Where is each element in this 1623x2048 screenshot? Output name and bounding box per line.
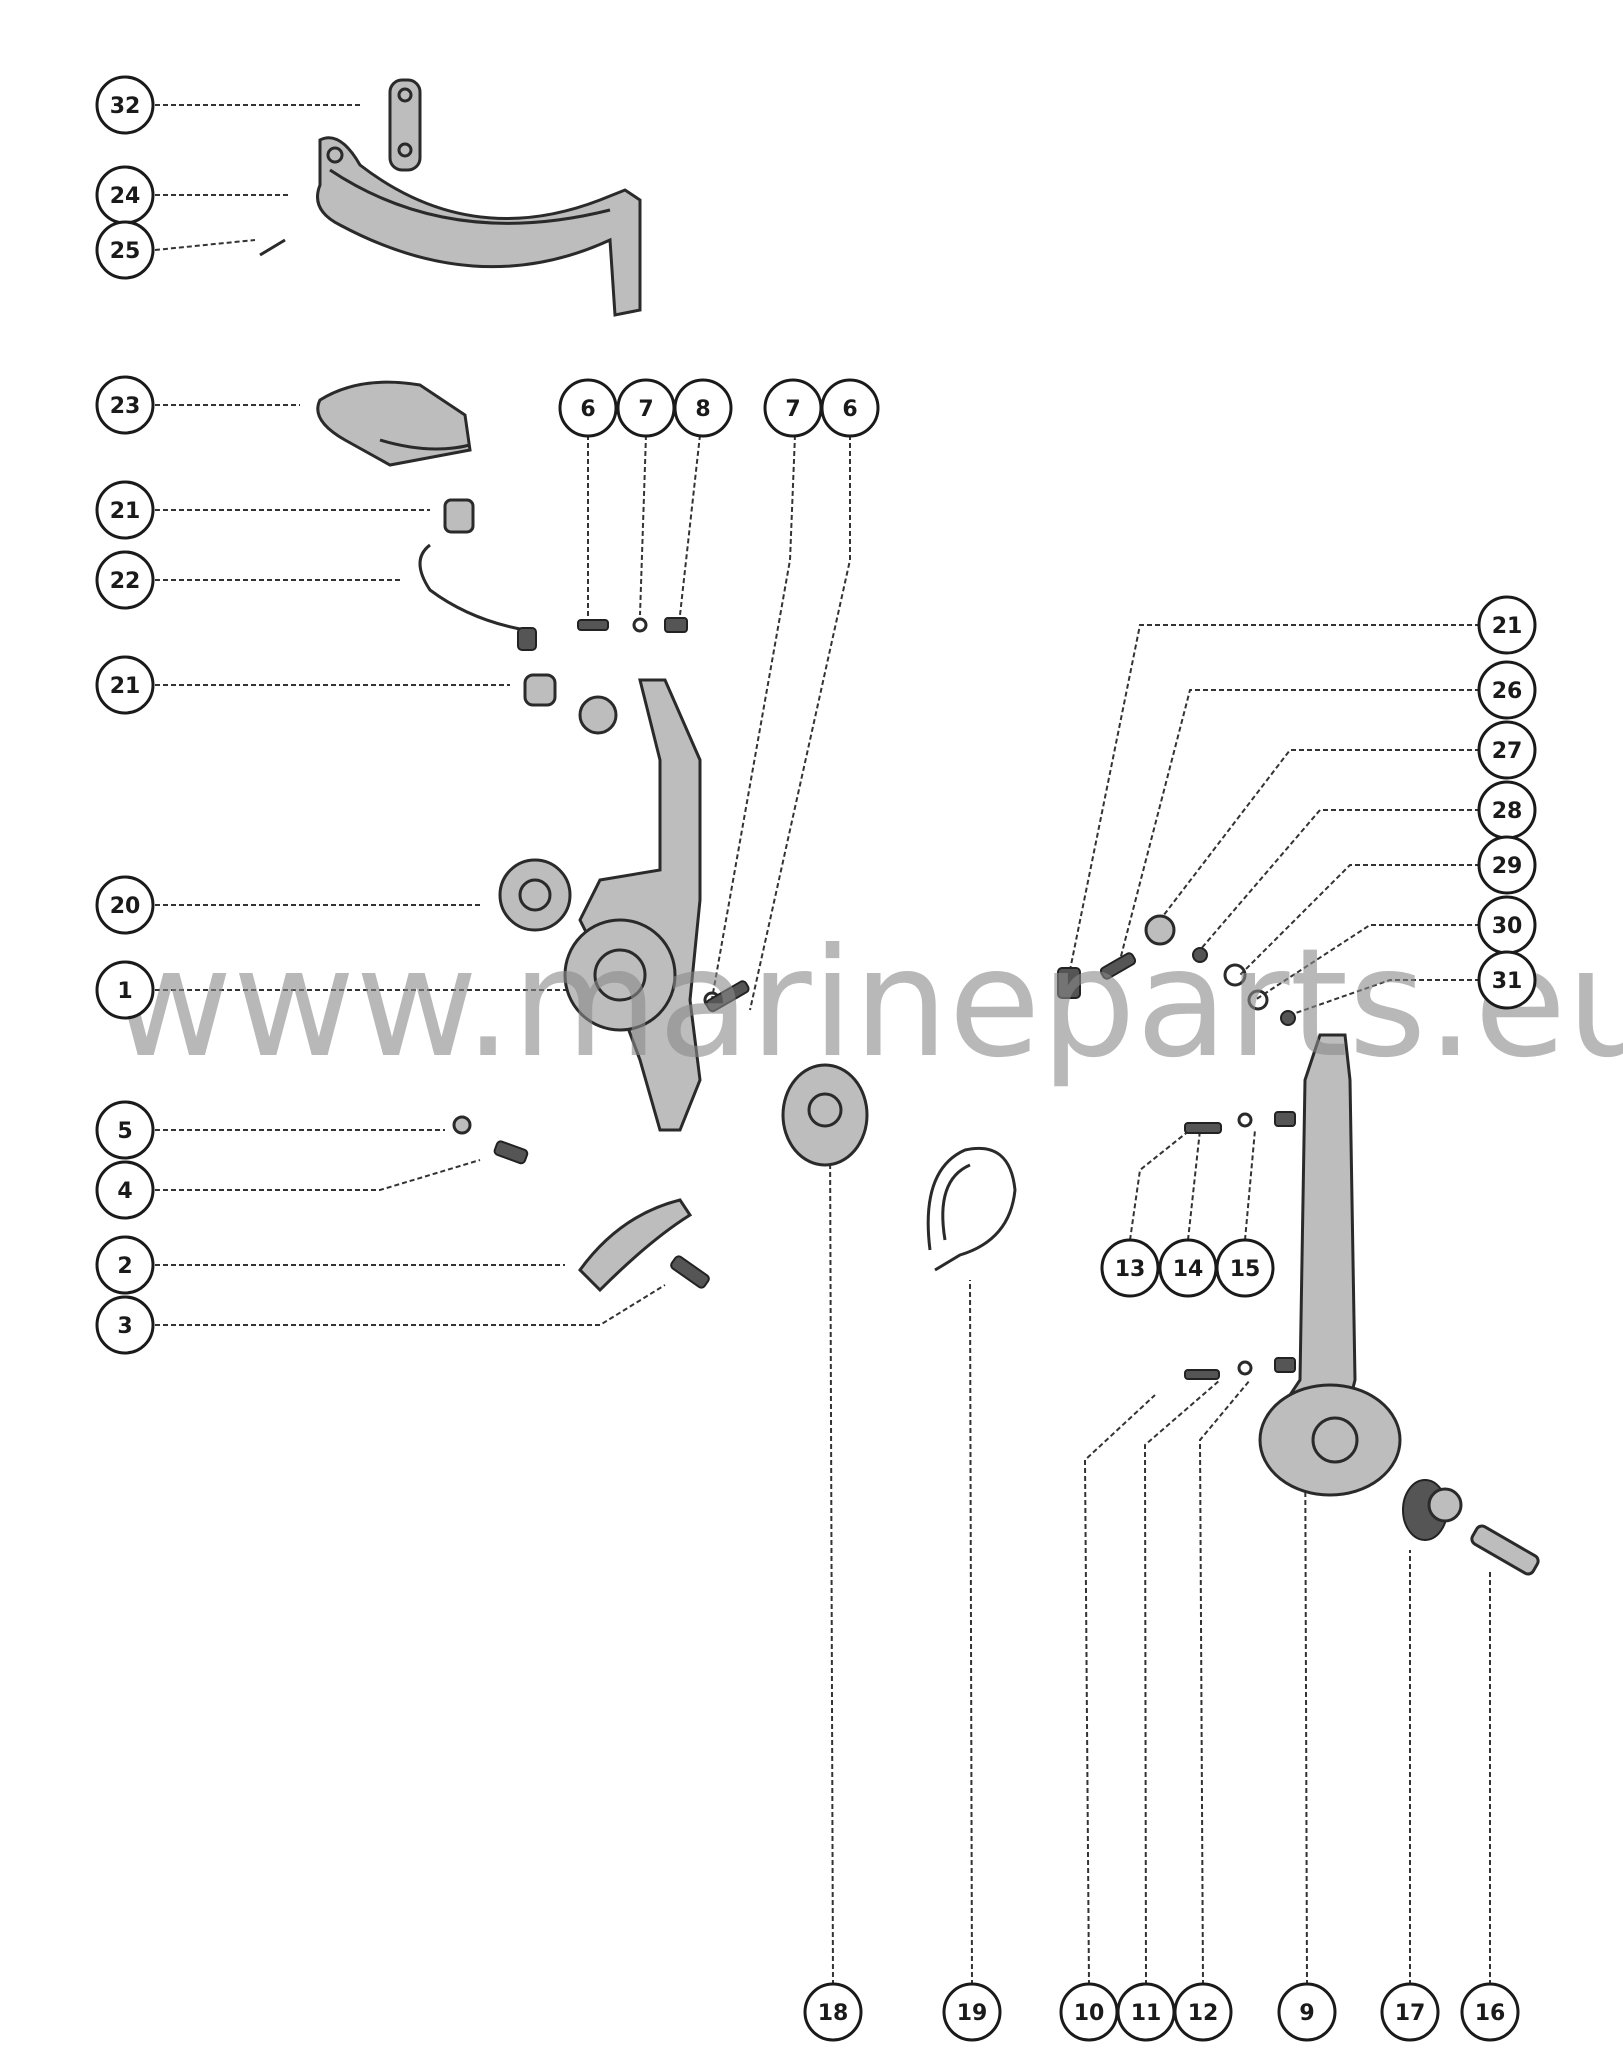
callout-31: 31 [1477, 950, 1537, 1010]
part-21-cap-middle [523, 673, 557, 707]
part-9-throttle-body [1258, 1033, 1402, 1497]
callout-8: 8 [673, 378, 733, 438]
leader-lines [154, 104, 1491, 1986]
callout-10: 10 [1059, 1982, 1119, 2042]
part-13-14-15-fasteners [1184, 1111, 1296, 1134]
svg-text:19: 19 [957, 2001, 988, 2026]
part-7-6-screws-right [703, 980, 750, 1013]
callout-26: 26 [1477, 660, 1537, 720]
svg-text:1: 1 [117, 979, 132, 1004]
svg-text:21: 21 [110, 499, 141, 524]
part-18-flywheel-hub [781, 1063, 869, 1167]
callout-21-a: 21 [95, 480, 155, 540]
callout-15: 15 [1215, 1238, 1275, 1298]
svg-text:9: 9 [1299, 2001, 1314, 2026]
callout-16: 16 [1460, 1982, 1520, 2042]
callout-14: 14 [1158, 1238, 1218, 1298]
part-3-bolt [670, 1255, 710, 1289]
svg-text:21: 21 [1492, 614, 1523, 639]
callout-18: 18 [803, 1982, 863, 2042]
callout-24: 24 [95, 165, 155, 225]
callout-4: 4 [95, 1160, 155, 1220]
callout-21-b: 21 [95, 655, 155, 715]
svg-text:7: 7 [638, 397, 653, 422]
callout-3: 3 [95, 1295, 155, 1355]
callout-12: 12 [1173, 1982, 1233, 2042]
part-21-cap-upper [443, 498, 475, 534]
svg-text:12: 12 [1188, 2001, 1219, 2026]
svg-text:2: 2 [117, 1254, 132, 1279]
part-1-stator-assembly [563, 678, 702, 1132]
svg-text:20: 20 [110, 894, 141, 919]
callout-30: 30 [1477, 895, 1537, 955]
svg-text:6: 6 [842, 397, 857, 422]
part-23-cam [316, 380, 472, 467]
part-6-7-8-screws-left [577, 617, 688, 633]
part-16-shaft [1470, 1524, 1540, 1576]
callout-1: 1 [95, 960, 155, 1020]
part-20-magnet-ring [498, 858, 572, 932]
part-5-nut [452, 1115, 472, 1135]
svg-text:32: 32 [110, 94, 141, 119]
callout-9: 9 [1277, 1982, 1337, 2042]
part-19-clamp-ring [926, 1146, 1017, 1272]
svg-text:26: 26 [1492, 679, 1523, 704]
watermark: www.marineparts.eu [110, 917, 1623, 1091]
part-26-31-hardware [1057, 914, 1296, 1026]
part-22-wire [418, 543, 537, 651]
callout-22: 22 [95, 550, 155, 610]
callout-21-c: 21 [1477, 595, 1537, 655]
part-2-lever [578, 1198, 693, 1293]
svg-text:10: 10 [1074, 2001, 1105, 2026]
svg-text:27: 27 [1492, 739, 1523, 764]
callout-13: 13 [1100, 1238, 1160, 1298]
callout-20: 20 [95, 875, 155, 935]
svg-text:17: 17 [1395, 2001, 1426, 2026]
svg-text:11: 11 [1131, 2001, 1162, 2026]
callout-17: 17 [1380, 1982, 1440, 2042]
svg-text:5: 5 [117, 1119, 132, 1144]
part-24-throttle-arm [316, 136, 642, 317]
callout-2: 2 [95, 1235, 155, 1295]
svg-text:29: 29 [1492, 854, 1523, 879]
svg-text:18: 18 [818, 2001, 849, 2026]
svg-text:4: 4 [117, 1179, 132, 1204]
svg-text:3: 3 [117, 1314, 132, 1339]
callout-28: 28 [1477, 780, 1537, 840]
callout-27: 27 [1477, 720, 1537, 780]
callout-6-b: 6 [820, 378, 880, 438]
callout-7-a: 7 [616, 378, 676, 438]
svg-text:21: 21 [110, 674, 141, 699]
callout-7-b: 7 [763, 378, 823, 438]
part-4-screw [493, 1140, 529, 1165]
callout-6-a: 6 [558, 378, 618, 438]
svg-text:31: 31 [1492, 969, 1523, 994]
callout-32: 32 [95, 75, 155, 135]
svg-text:6: 6 [580, 397, 595, 422]
callout-23: 23 [95, 375, 155, 435]
svg-text:7: 7 [785, 397, 800, 422]
svg-text:24: 24 [110, 184, 141, 209]
svg-text:25: 25 [110, 239, 141, 264]
svg-text:13: 13 [1115, 1257, 1146, 1282]
part-25-pin [259, 238, 286, 257]
svg-text:22: 22 [110, 569, 141, 594]
svg-text:23: 23 [110, 394, 141, 419]
svg-text:14: 14 [1173, 1257, 1204, 1282]
part-17-gear [1402, 1479, 1463, 1541]
callouts: 32 24 25 23 21 22 21 20 1 5 4 2 3 6 7 8 … [95, 75, 1537, 2042]
part-32-bracket [388, 78, 422, 172]
callout-11: 11 [1116, 1982, 1176, 2042]
svg-text:16: 16 [1475, 2001, 1506, 2026]
part-10-11-12-fasteners [1184, 1357, 1296, 1380]
callout-5: 5 [95, 1100, 155, 1160]
callout-25: 25 [95, 220, 155, 280]
svg-text:30: 30 [1492, 914, 1523, 939]
svg-text:15: 15 [1230, 1257, 1261, 1282]
callout-19: 19 [942, 1982, 1002, 2042]
callout-29: 29 [1477, 835, 1537, 895]
svg-text:28: 28 [1492, 799, 1523, 824]
svg-text:8: 8 [695, 397, 710, 422]
